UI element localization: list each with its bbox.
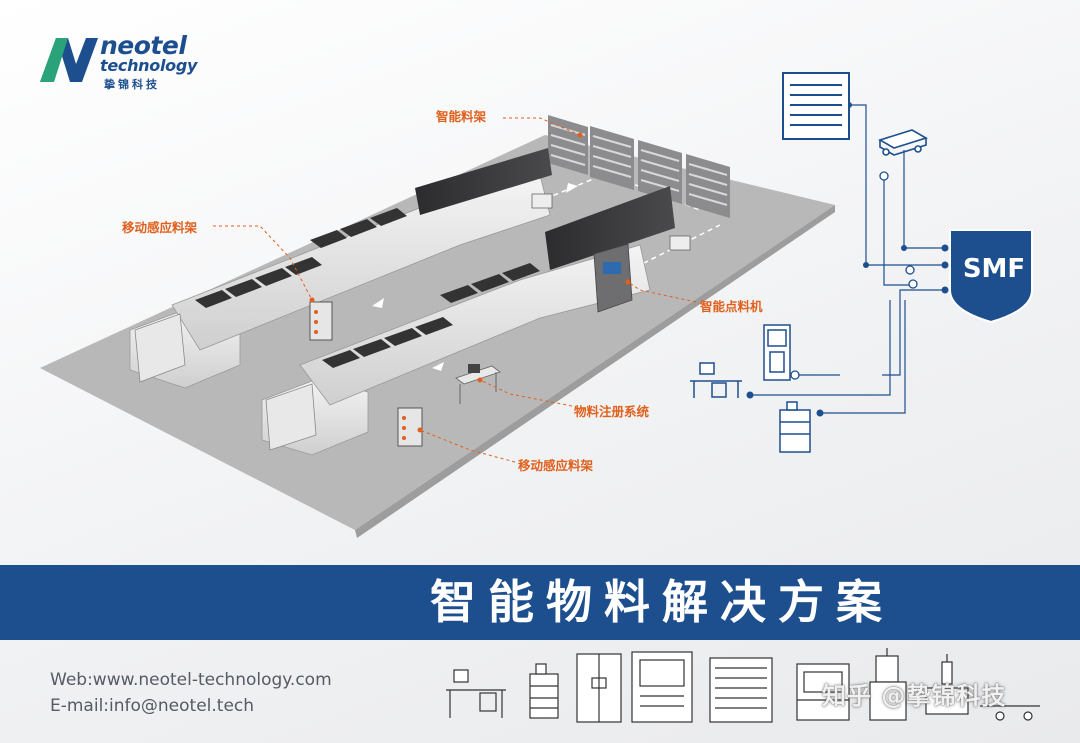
neotel-n-logo-icon xyxy=(40,38,98,82)
callout-smart-rack: 智能料架 xyxy=(436,109,487,124)
smf-network xyxy=(750,104,945,414)
watermark: 知乎 @挚锦科技 xyxy=(822,682,1007,710)
smart-rack-icon xyxy=(782,72,850,140)
callout-registration: 物料注册系统 xyxy=(574,404,650,419)
callout-smart-counter: 智能点料机 xyxy=(700,299,763,314)
agv-cart-icon xyxy=(878,129,928,156)
callout-mobile-rack-top: 移动感应料架 xyxy=(122,220,198,235)
title-banner: 智能物料解决方案 xyxy=(0,565,1080,640)
workstation-icon xyxy=(446,669,506,718)
callout-mobile-rack-bottom: 移动感应料架 xyxy=(518,458,594,473)
counter-machine-icon xyxy=(869,648,907,721)
smf-shield-icon xyxy=(949,229,1033,324)
contact-web[interactable]: Web:www.neotel-technology.com xyxy=(50,670,332,690)
brand-tagline: technology xyxy=(100,56,198,75)
equipment-icon-strip xyxy=(446,648,1040,723)
smart-rack-row xyxy=(548,115,730,218)
banner-title: 智能物料解决方案 xyxy=(430,575,894,629)
brand-name: neotel xyxy=(100,31,187,60)
smart-rack-icon xyxy=(709,657,773,723)
agv-cart-icon xyxy=(925,654,1040,721)
storage-tower-icon xyxy=(576,653,622,723)
neotel-logo: neotel technology 挚锦科技 xyxy=(38,30,208,92)
mobile-rack-icon xyxy=(779,401,811,453)
callout-leaders xyxy=(213,117,697,463)
registration-station-icon xyxy=(796,663,850,721)
factory-layout-diagram xyxy=(40,72,1033,538)
smf-system-label: SMF xyxy=(962,254,1026,284)
workstation-icon xyxy=(690,362,742,398)
smt-line-lower xyxy=(261,186,691,456)
brand-chinese-name: 挚锦科技 xyxy=(104,78,160,91)
mobile-rack-icon xyxy=(529,663,559,719)
registration-station-icon xyxy=(763,324,791,381)
smart-tower-icon xyxy=(631,651,693,723)
contact-email[interactable]: E-mail:info@neotel.tech xyxy=(50,696,255,716)
smt-line-upper xyxy=(129,148,553,389)
